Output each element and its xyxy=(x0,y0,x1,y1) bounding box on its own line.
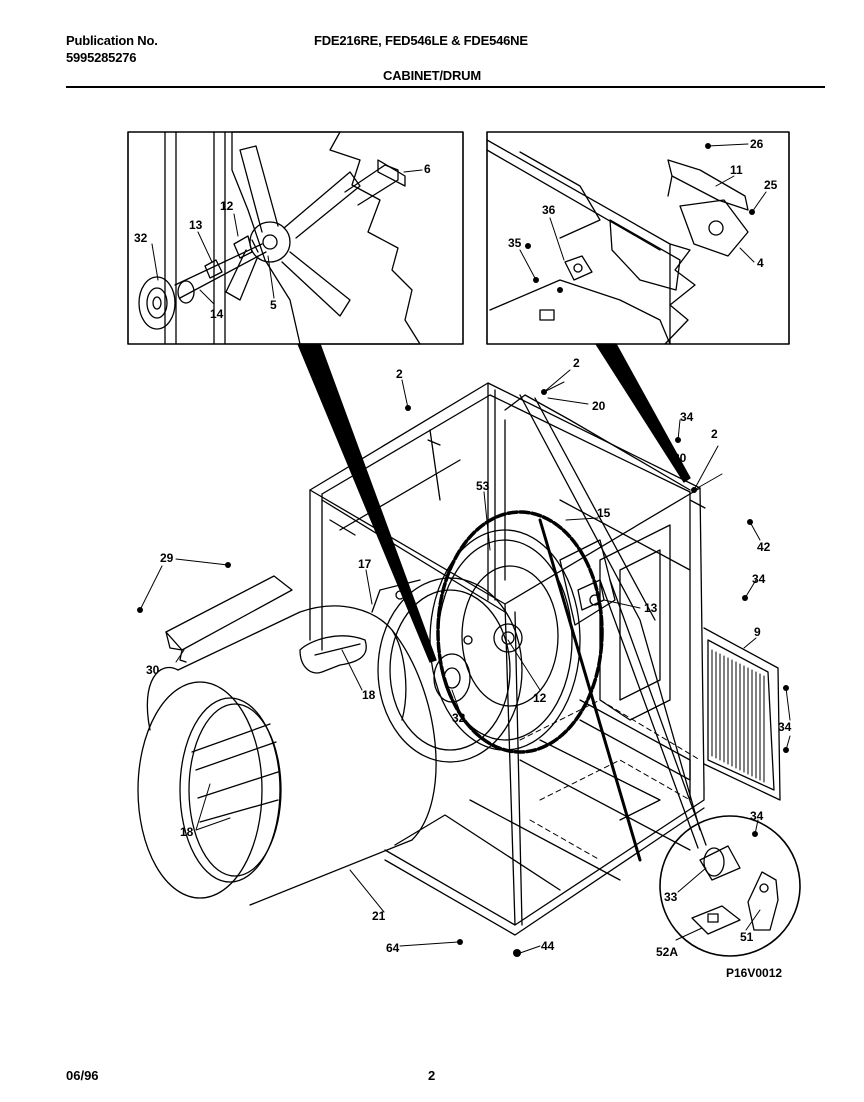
callout-15: 15 xyxy=(597,506,611,520)
callout-53: 53 xyxy=(476,479,490,493)
callout-20-right: 20 xyxy=(673,451,687,465)
callout-13-inset: 13 xyxy=(189,218,203,232)
callout-25: 25 xyxy=(764,178,778,192)
callout-5: 5 xyxy=(270,298,277,312)
callout-36: 36 xyxy=(542,203,556,217)
callout-2-right: 2 xyxy=(711,427,718,441)
callout-42: 42 xyxy=(757,540,771,554)
callout-12-inset: 12 xyxy=(220,199,234,213)
callout-51: 51 xyxy=(740,930,754,944)
callout-18-top: 18 xyxy=(362,688,376,702)
callout-33: 33 xyxy=(664,890,678,904)
callout-29: 29 xyxy=(160,551,174,565)
toe-kick-panel xyxy=(165,575,293,663)
callout-9: 9 xyxy=(754,625,761,639)
drum xyxy=(137,605,437,906)
section-title: CABINET/DRUM xyxy=(383,68,481,83)
callout-12: 12 xyxy=(533,691,547,705)
callout-2-top: 2 xyxy=(396,367,403,381)
leader-lines xyxy=(139,143,791,954)
inset-shaft-detail xyxy=(127,131,464,345)
callout-52a: 52A xyxy=(656,945,678,959)
front-bulkhead xyxy=(371,577,523,763)
callout-18-front: 18 xyxy=(180,825,194,839)
revision-date: 06/96 xyxy=(66,1068,99,1083)
callout-20-rear: 20 xyxy=(592,399,606,413)
cabinet-frame xyxy=(309,382,707,936)
roller-detail-inset xyxy=(659,815,801,957)
drive-belt xyxy=(436,510,642,862)
drawing-code: P16V0012 xyxy=(726,966,782,980)
publication-label: Publication No. xyxy=(66,33,158,48)
callout-26: 26 xyxy=(750,137,764,151)
callout-32-inset: 32 xyxy=(134,231,148,245)
header-rule xyxy=(66,86,825,88)
callout-30: 30 xyxy=(146,663,160,677)
callout-labels: 6 12 13 32 14 5 26 11 25 36 35 4 2 2 20 … xyxy=(134,137,792,959)
callout-21: 21 xyxy=(372,909,386,923)
callout-13: 13 xyxy=(644,601,658,615)
callout-35: 35 xyxy=(508,236,522,250)
callout-2-rear: 2 xyxy=(573,356,580,370)
callout-17: 17 xyxy=(358,557,372,571)
callout-6: 6 xyxy=(424,162,431,176)
callout-34-panel: 34 xyxy=(778,720,792,734)
callout-14: 14 xyxy=(210,307,224,321)
model-numbers: FDE216RE, FED546LE & FDE546NE xyxy=(314,33,528,48)
inset-pointer-wedges xyxy=(297,343,691,663)
rear-access-panel xyxy=(703,627,781,801)
callout-34-roller: 34 xyxy=(750,809,764,823)
callout-11: 11 xyxy=(730,163,743,177)
inset-cabinet-corner-detail xyxy=(486,131,790,345)
callout-34-top: 34 xyxy=(680,410,694,424)
page-number: 2 xyxy=(428,1068,436,1083)
callout-32: 32 xyxy=(452,711,466,725)
callout-34-side: 34 xyxy=(752,572,766,586)
callout-4: 4 xyxy=(757,256,764,270)
callout-44: 44 xyxy=(541,939,555,953)
callout-64: 64 xyxy=(386,941,400,955)
publication-number: 5995285276 xyxy=(66,50,137,65)
